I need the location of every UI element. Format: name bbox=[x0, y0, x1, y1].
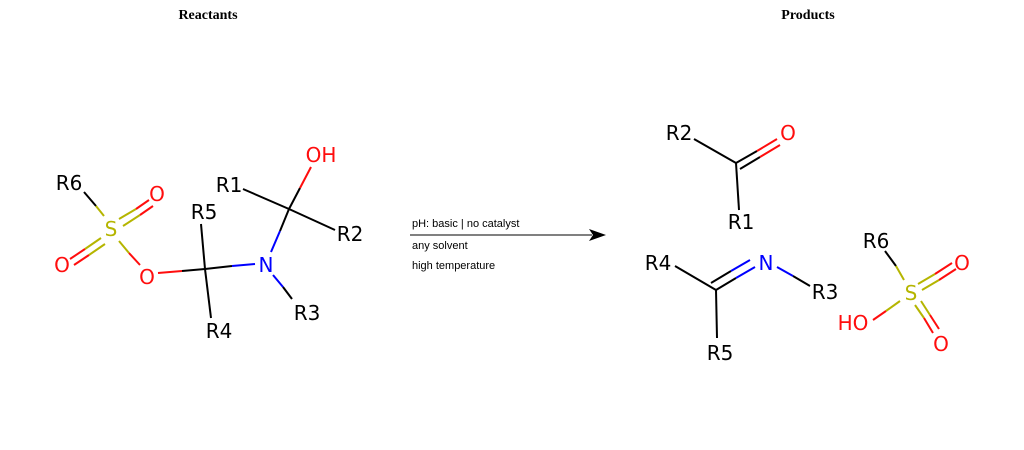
reactant-r5-label: R5 bbox=[191, 200, 218, 224]
product-r6-label: R6 bbox=[863, 229, 890, 253]
reactant-sulfur-label: S bbox=[105, 217, 118, 241]
reactant-r3-label: R3 bbox=[294, 301, 321, 325]
reactants-header: Reactants bbox=[178, 8, 238, 23]
reactant-r1-label: R1 bbox=[216, 173, 243, 197]
product-r5-label: R5 bbox=[707, 341, 734, 365]
condition-solvent: any solvent bbox=[412, 240, 468, 252]
product-r4-label: R4 bbox=[645, 251, 672, 275]
reactant-oxygen-label: O bbox=[54, 253, 70, 277]
reactant-molecule bbox=[69, 166, 336, 319]
condition-temperature: high temperature bbox=[412, 260, 496, 272]
product-r3-label: R3 bbox=[812, 280, 839, 304]
product-imine-nitrogen-label: N bbox=[759, 251, 774, 275]
reaction-arrow bbox=[410, 229, 606, 241]
product-hydroxyl-label: HO bbox=[838, 311, 869, 335]
products-header: Products bbox=[781, 8, 835, 23]
reactant-nitrogen-label: N bbox=[259, 253, 274, 277]
reactant-r4-label: R4 bbox=[206, 319, 233, 343]
condition-ph: pH: basic | no catalyst bbox=[412, 218, 520, 230]
product-sulfonyl-oxygen-label: O bbox=[954, 251, 970, 275]
product-imine-molecule bbox=[674, 259, 811, 339]
product-sulfonic-acid-molecule bbox=[872, 250, 957, 334]
product-r2-label: R2 bbox=[666, 121, 693, 145]
reactant-hydroxyl-label: OH bbox=[306, 143, 337, 167]
product-sulfur-label: S bbox=[905, 281, 918, 305]
product-carbonyl-oxygen-label: O bbox=[780, 121, 796, 145]
reactant-r2-label: R2 bbox=[337, 222, 364, 246]
product-sulfonyl-oxygen-label: O bbox=[933, 332, 949, 356]
reactant-r6-label: R6 bbox=[56, 171, 83, 195]
reactant-ether-oxygen-label: O bbox=[139, 265, 155, 289]
product-r1-label: R1 bbox=[728, 210, 755, 234]
product-carbonyl-molecule bbox=[693, 138, 781, 211]
reactant-oxygen-label: O bbox=[149, 182, 165, 206]
